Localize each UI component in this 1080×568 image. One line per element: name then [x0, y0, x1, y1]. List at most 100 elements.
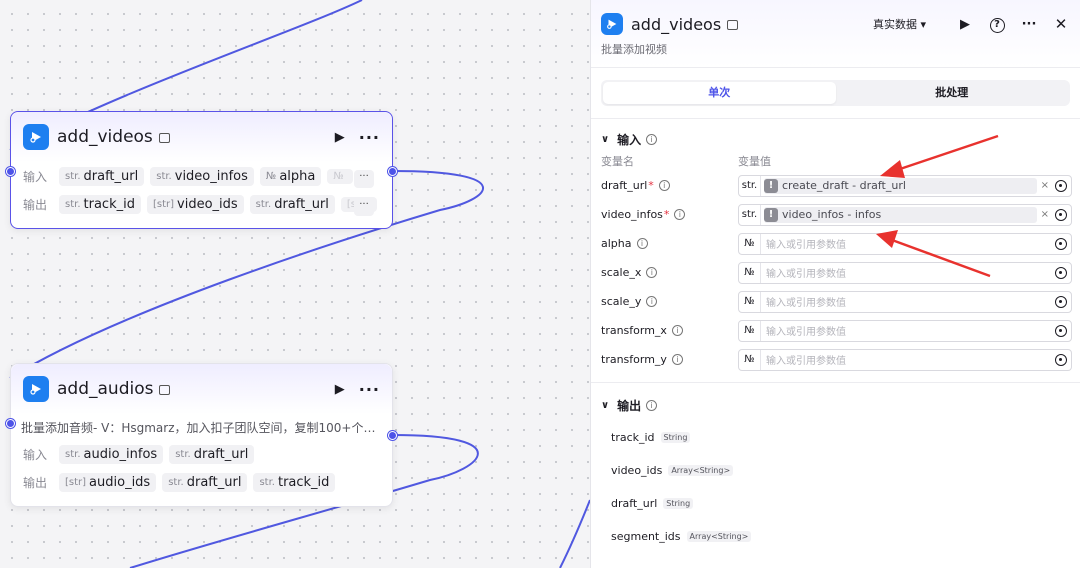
param-name: draft_url*i — [601, 179, 738, 192]
param-value-input[interactable]: str.!video_infos - infos× — [738, 203, 1072, 226]
node-header[interactable]: add_audios ▶ ··· — [11, 364, 392, 414]
node-output-row: 输出 str.track_id [str]video_ids str.draft… — [11, 190, 392, 218]
output-tag-audio-ids: [str]audio_ids — [59, 472, 157, 492]
help-icon[interactable]: ? — [988, 16, 1006, 33]
edge-right-bottom[interactable] — [559, 499, 590, 568]
output-type-badge: String — [663, 498, 694, 509]
edge-videos-loop[interactable] — [9, 170, 484, 379]
clear-icon[interactable]: × — [1040, 209, 1049, 220]
doc-icon[interactable] — [727, 20, 739, 30]
input-more-button[interactable]: ··· — [354, 170, 374, 188]
variable-reference-icon[interactable] — [1055, 324, 1067, 337]
info-icon[interactable]: i — [636, 238, 648, 249]
output-name: segment_ids — [611, 530, 681, 543]
param-reference[interactable]: !create_draft - draft_url — [764, 177, 1037, 194]
output-tag-draft-url: str.draft_url — [249, 194, 335, 214]
input-tag-draft-url: str.draft_url — [169, 444, 255, 464]
type-selector[interactable]: str. — [739, 175, 761, 196]
variable-reference-icon[interactable] — [1055, 353, 1067, 366]
param-reference[interactable]: !video_infos - infos — [764, 206, 1037, 223]
doc-icon[interactable] — [159, 385, 171, 395]
input-row-label: 输入 — [23, 447, 48, 462]
variable-reference-icon[interactable] — [1055, 208, 1067, 221]
info-icon[interactable]: i — [646, 399, 658, 411]
output-port[interactable] — [388, 167, 397, 176]
variable-reference-icon[interactable] — [1055, 295, 1067, 308]
node-add-videos[interactable]: add_videos ▶ ··· 输入 str.draft_url str.vi… — [6, 111, 397, 229]
edge-audios-loop[interactable] — [129, 434, 479, 568]
workflow-canvas[interactable]: add_videos ▶ ··· 输入 str.draft_url str.vi… — [0, 0, 590, 568]
type-selector[interactable]: № — [739, 233, 761, 254]
type-selector[interactable]: № — [739, 349, 761, 370]
node-title: add_audios — [57, 379, 154, 399]
warning-icon: ! — [764, 207, 778, 222]
node-more-icon[interactable]: ··· — [358, 379, 380, 399]
input-port[interactable] — [6, 167, 15, 176]
output-more-button[interactable]: ··· — [354, 198, 374, 216]
info-icon[interactable]: i — [658, 180, 670, 191]
param-value-input[interactable]: str.!create_draft - draft_url× — [738, 174, 1072, 197]
info-icon[interactable]: i — [646, 267, 658, 278]
type-selector[interactable]: № — [739, 291, 761, 312]
info-icon[interactable]: i — [674, 209, 686, 220]
close-icon[interactable]: ✕ — [1054, 15, 1068, 33]
node-description: 批量添加音频- V：Hsgmarz，加入扣子团队空间，复制100+个… — [21, 420, 376, 435]
output-section-header[interactable]: ∨ 输出 i — [591, 395, 1080, 415]
input-section-header[interactable]: ∨ 输入 i — [591, 129, 1080, 149]
data-mode-select[interactable]: 真实数据 ▾ — [872, 18, 926, 31]
run-node-play-icon[interactable]: ▶ — [334, 129, 345, 145]
more-icon[interactable]: ··· — [1021, 16, 1037, 32]
output-port[interactable] — [388, 431, 397, 440]
run-node-play-icon[interactable]: ▶ — [334, 381, 345, 397]
type-selector[interactable]: № — [739, 262, 761, 283]
input-tag-faded: № — [327, 168, 353, 184]
variable-reference-icon[interactable] — [1055, 237, 1067, 250]
tab-single[interactable]: 单次 — [603, 82, 836, 104]
output-tag-video-ids: [str]video_ids — [146, 194, 244, 214]
info-icon[interactable]: i — [671, 325, 683, 336]
input-tag-video-infos: str.video_infos — [150, 166, 254, 186]
input-port[interactable] — [6, 419, 15, 428]
node-add-audios[interactable]: add_audios ▶ ··· 批量添加音频- V：Hsgmarz，加入扣子团… — [6, 363, 397, 507]
input-row-label: 输入 — [23, 169, 48, 184]
node-header[interactable]: add_videos ▶ ··· — [11, 112, 392, 162]
chevron-down-icon[interactable]: ∨ — [601, 399, 610, 411]
type-selector[interactable]: str. — [739, 204, 761, 225]
divider — [591, 382, 1080, 383]
output-row-label: 输出 — [23, 197, 48, 212]
doc-icon[interactable] — [158, 133, 170, 143]
node-more-icon[interactable]: ··· — [358, 127, 380, 147]
type-selector[interactable]: № — [739, 320, 761, 341]
clear-icon[interactable]: × — [1040, 180, 1049, 191]
plugin-logo-icon — [23, 376, 49, 402]
output-name: draft_url — [611, 497, 658, 510]
node-title: add_videos — [57, 127, 153, 147]
chevron-down-icon[interactable]: ∨ — [601, 133, 610, 145]
tab-batch[interactable]: 批处理 — [935, 86, 969, 99]
output-row: draft_url String — [591, 487, 1080, 520]
info-icon[interactable]: i — [671, 354, 683, 365]
panel-header: add_videos 真实数据 ▾ ▶ ? ··· ✕ 批量添加视频 — [591, 0, 1080, 68]
param-columns-header: 变量名 变量值 — [601, 155, 771, 168]
run-play-icon[interactable]: ▶ — [960, 16, 970, 32]
output-tag-track-id: str.track_id — [253, 472, 336, 492]
info-icon[interactable]: i — [646, 133, 658, 145]
output-tag-track-id: str.track_id — [59, 194, 141, 214]
param-name: video_infos*i — [601, 208, 738, 221]
info-icon[interactable]: i — [646, 296, 658, 307]
variable-reference-icon[interactable] — [1055, 179, 1067, 192]
variable-reference-icon[interactable] — [1055, 266, 1067, 279]
